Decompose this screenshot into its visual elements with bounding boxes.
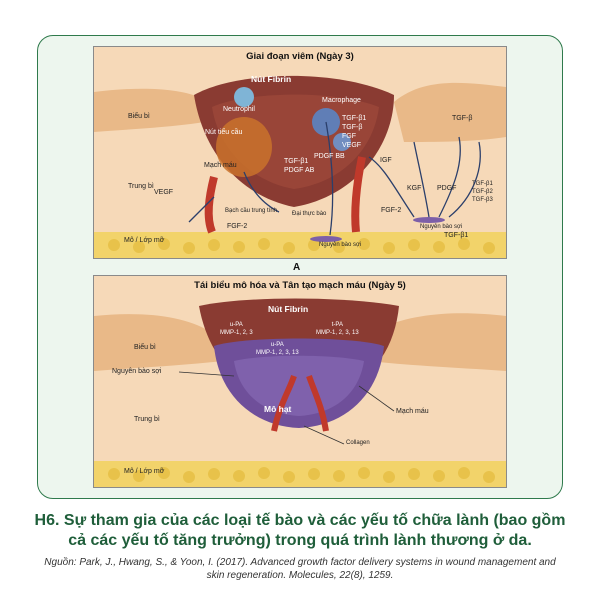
fibrin-plug-label: Nút Fibrin xyxy=(251,74,292,84)
fat-layer-label-2: Mô / Lớp mỡ xyxy=(124,468,165,475)
tgf-b1-label-c: TGF-β1 xyxy=(284,158,309,165)
figure-source: Nguồn: Park, J., Hwang, S., & Yoon, I. (… xyxy=(44,557,556,581)
fibroblast-label-1: Nguyên bào sợi xyxy=(319,242,362,248)
tgf-b123-label: TGF-β1 TGF-β2 TGF-β3 xyxy=(472,181,493,203)
inflammation-illustration xyxy=(94,47,506,258)
fat-layer-label: Mô / Lớp mỡ xyxy=(124,237,165,244)
top-panel-title: Giai đoạn viêm (Ngày 3) xyxy=(246,51,354,62)
blood-vessel-label-2: Mạch máu xyxy=(396,408,429,415)
macrophage-label: Macrophage xyxy=(322,97,361,104)
bottom-panel-title: Tái biểu mô hóa và Tân tạo mạch máu (Ngà… xyxy=(194,280,406,291)
neutrophil-label: Neutrophil xyxy=(223,106,255,113)
panel-letter: A xyxy=(293,262,301,273)
macrophage-vn-label: Đại thực bào xyxy=(292,211,327,217)
upa-label-2: u-PA MMP-1, 2, 3, 13 xyxy=(256,342,299,356)
upa-label-1: u-PA MMP-1, 2, 3 xyxy=(220,322,253,336)
blood-vessel-label: Mạch máu xyxy=(204,162,237,169)
neutrophil-vn-label: Bạch cầu trung tính xyxy=(225,208,278,214)
fibroblast-label-2: Nguyên bào sợi xyxy=(420,224,463,230)
pdgf-bb-label: PDGF BB xyxy=(314,153,345,160)
tgf-b1-label-d: TGF-β1 xyxy=(444,232,469,239)
fibrin-plug-label-2: Nút Fibrin xyxy=(268,304,309,314)
vegf-label-1: VEGF xyxy=(342,142,362,149)
tgf-b1-label-a: TGF-β1 xyxy=(342,115,367,122)
dermis-label: Trung bì xyxy=(128,183,154,190)
tgf-right-label: TGF-β xyxy=(452,115,473,122)
reepithelialization-illustration xyxy=(94,276,506,487)
fibroblast-label-3: Nguyên bào sợi xyxy=(112,368,162,375)
igf-label: IGF xyxy=(380,157,392,164)
vegf-label-2: VEGF xyxy=(154,189,174,196)
pdgf-ab-label: PDGF AB xyxy=(284,167,315,174)
epidermis-label: Biểu bì xyxy=(128,113,150,120)
tgf-b-label-b: TGF-β xyxy=(342,124,363,131)
reepithelialization-panel: Tái biểu mô hóa và Tân tạo mạch máu (Ngà… xyxy=(93,275,507,488)
inflammation-phase-panel: Giai đoạn viêm (Ngày 3) Nút Fibrin Neutr… xyxy=(93,46,507,259)
platelet-plug-label: Nút tiểu cầu xyxy=(205,129,243,136)
fgf2-label-a: FGF-2 xyxy=(227,223,248,230)
fgf2-label-b: FGF-2 xyxy=(381,207,402,214)
dermis-label-2: Trung bì xyxy=(134,416,160,423)
granulation-tissue-label: Mô hạt xyxy=(264,404,292,414)
epidermis-label-2: Biểu bì xyxy=(134,344,156,351)
pdgf-label: PDGF xyxy=(437,185,457,192)
kgf-label: KGF xyxy=(407,185,422,192)
tpa-label: t-PA MMP-1, 2, 3, 13 xyxy=(316,322,359,336)
fgf-label: FGF xyxy=(342,133,356,140)
figure-caption: H6. Sự tham gia của các loại tế bào và c… xyxy=(34,512,566,549)
collagen-label: Collagen xyxy=(346,440,370,446)
